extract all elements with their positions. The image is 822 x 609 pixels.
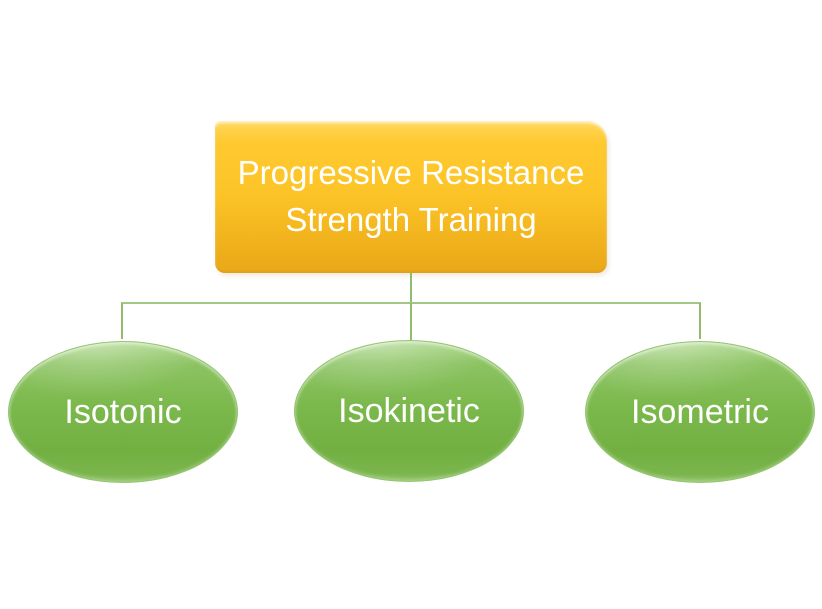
child-node-isometric-label: Isometric: [631, 392, 769, 431]
connector-left-vertical: [121, 303, 123, 339]
connector-right-vertical: [699, 303, 701, 339]
connector-middle-vertical: [410, 303, 412, 342]
child-node-isometric: Isometric: [585, 341, 815, 483]
child-node-isotonic: Isotonic: [8, 341, 238, 483]
root-node: Progressive Resistance Strength Training: [215, 121, 607, 273]
child-node-isokinetic-label: Isokinetic: [338, 391, 480, 430]
child-node-isokinetic: Isokinetic: [294, 340, 524, 482]
child-node-isotonic-label: Isotonic: [64, 392, 182, 431]
root-node-label: Progressive Resistance Strength Training: [237, 154, 585, 238]
connector-root-vertical: [410, 273, 412, 303]
